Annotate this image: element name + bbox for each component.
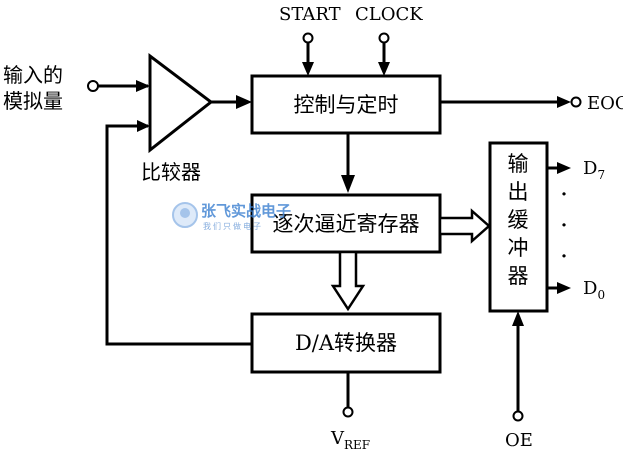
sar-to-dac-bus-arrow bbox=[330, 250, 366, 312]
d7-main: D bbox=[583, 158, 597, 179]
d0-label: D0 bbox=[583, 278, 605, 302]
d7-arrowhead bbox=[557, 162, 571, 174]
watermark: 张飞实战电子 我们只做电子 bbox=[172, 202, 291, 231]
dac-label: D/A转换器 bbox=[295, 331, 397, 355]
ellipsis-dot-1: · bbox=[561, 184, 567, 205]
d7-subscript: 7 bbox=[597, 168, 605, 182]
output-buffer-char-5: 器 bbox=[508, 264, 529, 288]
eoc-arrowhead bbox=[557, 96, 571, 108]
clock-arrowhead bbox=[378, 62, 390, 76]
vref-main: V bbox=[330, 428, 345, 449]
output-buffer-block bbox=[488, 141, 549, 313]
feedback-arrowhead bbox=[137, 120, 150, 132]
clock-terminal bbox=[378, 32, 390, 44]
d0-subscript: 0 bbox=[597, 288, 605, 302]
output-buffer-label: 输 出 缓 冲 器 bbox=[508, 152, 529, 288]
analog-input-terminal bbox=[87, 80, 99, 92]
clock-label: CLOCK bbox=[355, 4, 423, 25]
control-to-sar-arrowhead bbox=[341, 175, 355, 193]
oe-arrowhead bbox=[512, 311, 524, 326]
vref-terminal bbox=[342, 406, 354, 418]
control-timing-block bbox=[250, 74, 442, 135]
d0-main: D bbox=[583, 278, 597, 299]
start-arrowhead bbox=[302, 62, 314, 76]
eoc-terminal bbox=[570, 96, 582, 108]
sar-label: 逐次逼近寄存器 bbox=[273, 212, 420, 236]
analog-input-label-line2: 模拟量 bbox=[3, 89, 63, 113]
sar-to-buffer-bus-arrow bbox=[438, 208, 491, 244]
output-buffer-char-4: 冲 bbox=[508, 236, 529, 260]
oe-terminal bbox=[512, 410, 524, 422]
output-buffer-char-2: 出 bbox=[508, 180, 529, 204]
analog-input-arrowhead bbox=[136, 80, 150, 92]
vref-label: VREF bbox=[330, 428, 370, 452]
watermark-logo-inner-icon bbox=[180, 208, 190, 218]
output-buffer-char-1: 输 bbox=[508, 152, 529, 176]
d7-label: D7 bbox=[583, 158, 605, 182]
control-timing-label: 控制与定时 bbox=[294, 93, 399, 117]
comparator-to-control-arrowhead bbox=[236, 95, 252, 109]
watermark-title: 张飞实战电子 bbox=[201, 202, 291, 220]
output-buffer-char-3: 缓 bbox=[508, 208, 529, 232]
dac-block bbox=[250, 312, 442, 374]
eoc-label: EOC bbox=[587, 93, 623, 114]
oe-label: OE bbox=[505, 430, 533, 451]
comparator-triangle bbox=[148, 52, 214, 154]
start-terminal bbox=[302, 32, 314, 44]
feedback-wire bbox=[105, 124, 252, 346]
start-label: START bbox=[279, 4, 341, 25]
analog-input-label-line1: 输入的 bbox=[3, 63, 63, 87]
vref-subscript: REF bbox=[344, 438, 370, 452]
watermark-subtitle: 我们只做电子 bbox=[203, 221, 263, 231]
d0-arrowhead bbox=[557, 282, 571, 294]
ellipsis-dot-2: · bbox=[561, 215, 567, 236]
comparator-label: 比较器 bbox=[141, 160, 201, 184]
ellipsis-dot-3: · bbox=[561, 246, 567, 267]
